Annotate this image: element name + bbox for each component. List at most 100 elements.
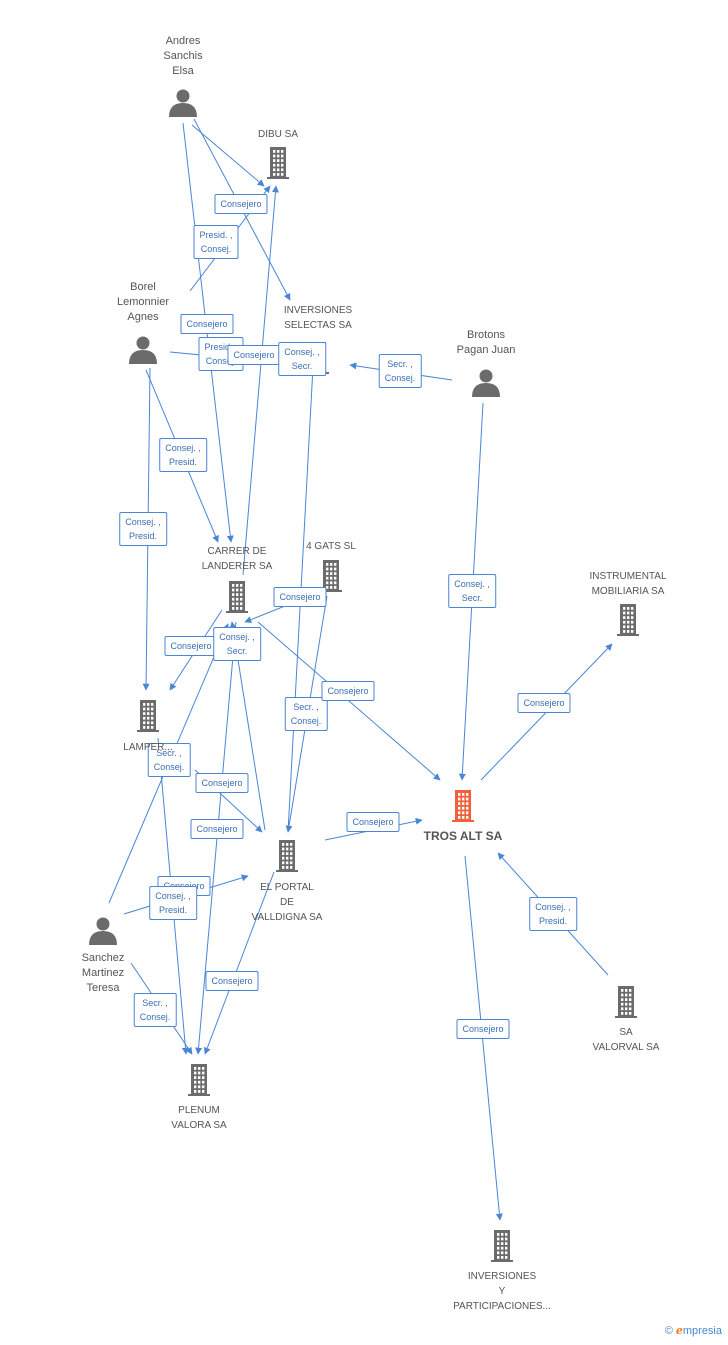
edge-label-lamper-to-portal[interactable]: Consejero (190, 819, 244, 839)
edge-label-borel-to-inversiones_selectas[interactable]: Consejero (180, 314, 234, 334)
edge-label-line: Consej. , (165, 443, 201, 453)
node-label-inversiones_selectas[interactable]: INVERSIONES SELECTAS SA (284, 303, 352, 333)
node-label-line: Martinez (81, 967, 125, 979)
edge-label-lamper-to-plenum[interactable]: Secr. ,Consej. (147, 743, 191, 777)
edge-label-portal-to-carrer[interactable]: Consej. , Secr. (213, 627, 261, 661)
node-label-inv_part[interactable]: INVERSIONES Y PARTICIPACIONES... (453, 1269, 551, 1314)
edge-label-tros-to-inv_part[interactable]: Consejero (456, 1019, 510, 1039)
building-icon-portal[interactable] (276, 840, 298, 872)
edge-label-line: Consej. (384, 373, 416, 383)
node-label-lamper[interactable]: LAMPER... (123, 740, 172, 755)
building-icon-gats[interactable] (320, 560, 342, 592)
edge-label-line: Consejero (462, 1024, 504, 1034)
edge-label-gats-to-portal[interactable]: Secr. ,Consej. (284, 697, 328, 731)
edge-label-sanchez-to-plenum[interactable]: Secr. ,Consej. (133, 993, 177, 1027)
person-icon-brotons[interactable] (472, 369, 500, 398)
edge-label-line: Consejero (196, 824, 238, 834)
edge-label-line: Secr. , (156, 748, 182, 758)
edge-label-line: Secr. (226, 646, 248, 656)
edge-label-line: Consej. , (535, 902, 571, 912)
node-label-line: Andres (165, 35, 201, 47)
edge-label-line: Consejero (279, 592, 321, 602)
building-icon-plenum[interactable] (188, 1064, 210, 1096)
node-label-gats[interactable]: 4 GATS SL (306, 539, 356, 554)
node-label-line: INVERSIONES (467, 1271, 537, 1282)
nodes-layer (89, 89, 639, 1262)
node-label-line: Y (498, 1286, 506, 1297)
building-icon-dibu[interactable] (267, 147, 289, 179)
edge-label-line: Consejero (211, 976, 253, 986)
node-label-line: PLENUM (178, 1105, 220, 1116)
edge-label-tros-to-instrumental[interactable]: Consejero (517, 693, 571, 713)
node-label-line: LANDERER SA (201, 561, 273, 572)
edge-label-line: Consejero (523, 698, 565, 708)
node-label-line: VALORA SA (171, 1120, 227, 1131)
node-label-line: VALLDIGNA SA (251, 912, 323, 923)
edge-label-line: Consej. , (454, 579, 490, 589)
node-label-line: SELECTAS SA (284, 320, 352, 331)
building-icon-lamper[interactable] (137, 700, 159, 732)
edge-label-borel-to-carrer[interactable]: Consej. ,Presid. (159, 438, 207, 472)
edge-label-carrer-to-dibu[interactable]: Consejero (227, 345, 281, 365)
node-label-line: MOBILIARIA SA (591, 586, 665, 597)
node-label-line: Agnes (127, 311, 159, 323)
edge-label-line: Secr. , (293, 702, 319, 712)
edge-label-line: Consejero (233, 350, 275, 360)
edge-label-line: Secr. , (387, 359, 413, 369)
node-label-line: Lemonnier (117, 296, 169, 308)
node-label-dibu[interactable]: DIBU SA (258, 127, 298, 142)
edge-label-portal-to-plenum[interactable]: Consejero (205, 971, 259, 991)
edge-label-brotons-to-tros[interactable]: Consej. , Secr. (448, 574, 496, 608)
edge-label-line: Secr. (291, 361, 313, 371)
node-label-plenum[interactable]: PLENUM VALORA SA (171, 1103, 226, 1133)
building-icon-carrer[interactable] (226, 581, 248, 613)
edge-label-sanchez-to-carrer[interactable]: Consejero (195, 773, 249, 793)
edge-label-line: Secr. (461, 593, 483, 603)
node-label-tros[interactable]: TROS ALT SA (424, 829, 503, 844)
edge-andres-to-dibu (191, 124, 265, 187)
person-icon-andres[interactable] (169, 89, 197, 118)
edge-label-line: Consej. , (219, 632, 255, 642)
building-icon-inv_part[interactable] (491, 1230, 513, 1262)
node-label-line: 4 GATS SL (306, 541, 356, 552)
edge-label-carrer-to-plenum[interactable]: Consej. ,Presid. (149, 886, 197, 920)
brand-logo[interactable]: © empresia (665, 1324, 722, 1337)
edge-carrer-to-tros (257, 621, 441, 781)
node-label-line: DIBU SA (257, 129, 299, 140)
node-label-line: INVERSIONES (283, 305, 353, 316)
edge-label-andres-to-inversiones_selectas[interactable]: Presid. ,Consej. (193, 225, 239, 259)
edge-label-carrer-to-lamper[interactable]: Consejero (164, 636, 218, 656)
node-label-line: PARTICIPACIONES... (453, 1301, 551, 1312)
person-icon-sanchez[interactable] (89, 917, 117, 946)
building-icon-valorval[interactable] (615, 986, 637, 1018)
edge-label-line: Consej. , (284, 347, 320, 357)
edge-label-line: Presid. (128, 531, 157, 541)
edge-label-andres-to-dibu[interactable]: Consejero (214, 194, 268, 214)
copyright-icon: © (664, 1325, 673, 1337)
building-icon-instrumental[interactable] (617, 604, 639, 636)
person-icon-borel[interactable] (129, 336, 157, 365)
building-icon-tros[interactable] (452, 790, 474, 822)
edge-label-gats-to-carrer[interactable]: Consejero (273, 587, 327, 607)
edge-label-line: Consej. (139, 1012, 171, 1022)
edge-label-portal-to-inversiones_selectas[interactable]: Consej. , Secr. (278, 342, 326, 376)
edge-label-portal-to-tros[interactable]: Consejero (346, 812, 400, 832)
edge-label-brotons-to-inversiones_selectas[interactable]: Secr. , Consej. (378, 354, 422, 388)
node-label-line: SA (619, 1027, 633, 1038)
edge-label-valorval-to-tros[interactable]: Consej. ,Presid. (529, 897, 577, 931)
edge-label-carrer-to-tros[interactable]: Consejero (321, 681, 375, 701)
edge-label-line: Consejero (352, 817, 394, 827)
node-label-line: CARRER DE (207, 546, 267, 557)
node-label-line: Teresa (86, 982, 120, 994)
edge-label-borel-to-lamper[interactable]: Consej. ,Presid. (119, 512, 167, 546)
node-label-line: DE (280, 897, 294, 908)
node-label-carrer[interactable]: CARRER DE LANDERER SA (202, 544, 273, 574)
